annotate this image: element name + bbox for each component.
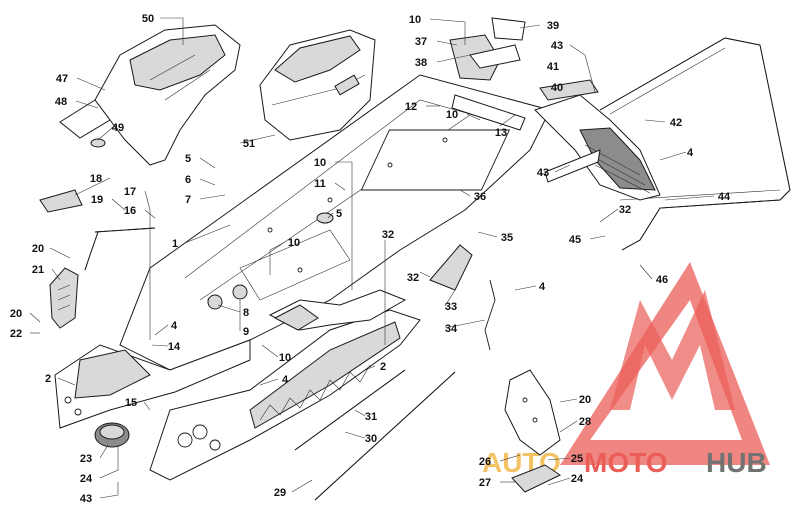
callout-label-c33: 33 [445, 301, 457, 313]
watermark: AUTO MOTO HUB [482, 262, 770, 478]
callout-label-c20b: 20 [10, 308, 22, 320]
callout-label-c17: 17 [124, 186, 136, 198]
callout-label-c18: 18 [90, 173, 102, 185]
side-bracket-18 [39, 189, 83, 213]
tunnel-plate [119, 74, 551, 371]
callout-label-c2b: 2 [380, 361, 386, 373]
callout-label-c41: 41 [547, 61, 559, 73]
callout-label-c46: 46 [656, 274, 668, 286]
callout-label-c2a: 2 [45, 373, 51, 385]
callout-label-c26: 26 [479, 456, 491, 468]
callout-label-c4d: 4 [282, 374, 289, 386]
callout-label-c6: 6 [185, 174, 191, 186]
callout-label-c22: 22 [10, 328, 22, 340]
callout-label-c5a: 5 [185, 153, 191, 165]
callout-label-c27: 27 [479, 477, 491, 489]
callout-label-c13: 13 [495, 127, 507, 139]
callout-label-c36: 36 [474, 191, 486, 203]
callout-label-c40: 40 [551, 82, 563, 94]
callout-label-c34: 34 [445, 323, 458, 335]
callout-label-c32b: 32 [382, 229, 394, 241]
callout-label-c20c: 20 [579, 394, 591, 406]
callout-label-c10d: 10 [288, 237, 300, 249]
grommet-8 [207, 294, 223, 310]
callout-label-c44: 44 [718, 191, 731, 203]
upper-running-board [268, 289, 407, 331]
rear-mount-bracket [449, 17, 526, 81]
watermark-text-hub: HUB [706, 447, 767, 478]
callout-label-c39: 39 [547, 20, 559, 32]
callout-label-c25: 25 [571, 453, 583, 465]
callout-label-c45: 45 [569, 234, 581, 246]
callout-label-c47: 47 [56, 73, 68, 85]
right-running-board [149, 309, 421, 481]
callout-label-c11: 11 [314, 178, 326, 190]
bracket-33 [429, 244, 473, 291]
callout-label-c16: 16 [124, 205, 136, 217]
callout-label-c24a: 24 [80, 473, 93, 485]
callout-label-c49: 49 [112, 122, 124, 134]
side-bracket-21 [49, 267, 79, 329]
callout-label-c28: 28 [579, 416, 591, 428]
watermark-m-shape [610, 290, 735, 410]
callout-label-c10e: 10 [279, 352, 291, 364]
pad-23 [94, 422, 130, 448]
seat-assembly [59, 24, 241, 166]
slide-rail-30 [294, 369, 406, 451]
callout-label-c35: 35 [501, 232, 513, 244]
slide-rail-29 [314, 371, 456, 501]
grommet-9 [232, 284, 248, 300]
callout-label-c42: 42 [670, 117, 682, 129]
callout-label-c29: 29 [274, 487, 286, 499]
callout-label-c5b: 5 [336, 208, 342, 220]
callout-label-c43c: 43 [80, 493, 92, 505]
callout-label-c1: 1 [172, 238, 178, 250]
tunnel-cooler-panel [360, 129, 511, 191]
callout-label-c8: 8 [243, 307, 249, 319]
callout-label-c20a: 20 [32, 243, 44, 255]
watermark-text-moto: MOTO [584, 447, 667, 478]
callout-label-c32a: 32 [619, 204, 631, 216]
leader-lines [29, 17, 715, 499]
rear-snowflap-assembly [534, 79, 661, 201]
callout-label-c37: 37 [415, 36, 427, 48]
left-side-rail [54, 339, 251, 429]
callout-label-c10a: 10 [409, 14, 421, 26]
callout-label-c9: 9 [243, 326, 249, 338]
callout-label-c4c: 4 [171, 320, 178, 332]
callout-label-c10b: 10 [446, 109, 458, 121]
strap-34 [484, 279, 496, 351]
cap-5 [316, 212, 334, 224]
callout-label-c24b: 24 [571, 473, 584, 485]
foot-plate-27 [511, 464, 562, 493]
callout-label-c51: 51 [243, 138, 255, 150]
callout-label-c14: 14 [168, 341, 181, 353]
cap-49 [90, 138, 106, 148]
callout-label-c12: 12 [405, 101, 417, 113]
callout-label-c10c: 10 [314, 157, 326, 169]
callout-label-c15: 15 [125, 397, 137, 409]
storage-bag [259, 29, 376, 141]
callout-label-c21: 21 [32, 264, 44, 276]
callout-label-c50: 50 [142, 13, 154, 25]
callout-label-c4a: 4 [687, 147, 694, 159]
watermark-triangle-logo [560, 262, 770, 465]
callout-label-c4b: 4 [539, 281, 546, 293]
callout-label-c43b: 43 [537, 167, 549, 179]
footrest-26 [504, 369, 561, 456]
callout-label-c30: 30 [365, 433, 377, 445]
callout-label-c32c: 32 [407, 272, 419, 284]
callout-label-c23: 23 [80, 453, 92, 465]
callout-label-c31: 31 [365, 411, 377, 423]
callout-label-c38: 38 [415, 57, 427, 69]
callout-label-c7: 7 [185, 194, 191, 206]
callout-label-c48: 48 [55, 96, 67, 108]
callout-label-c43a: 43 [551, 40, 563, 52]
tube-16 [84, 227, 156, 271]
callout-label-c19: 19 [91, 194, 103, 206]
